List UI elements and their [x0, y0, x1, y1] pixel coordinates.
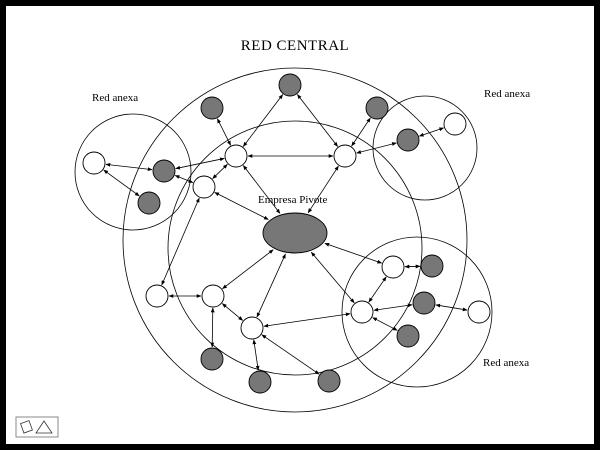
- pivot-company-node: [262, 212, 328, 254]
- company-node-dark: [200, 347, 224, 371]
- outer-ring: [122, 67, 468, 413]
- company-node-open: [224, 144, 248, 168]
- connection-arrow: [105, 162, 153, 172]
- connection-arrow: [263, 312, 351, 328]
- company-node-open: [201, 284, 225, 308]
- connection-arrow: [103, 169, 140, 197]
- connection-arrow: [297, 94, 338, 147]
- annex-label-top-right: Red anexa: [484, 88, 530, 100]
- connection-arrow: [174, 175, 194, 183]
- connection-arrow: [161, 197, 200, 286]
- company-node-dark: [412, 291, 436, 315]
- company-node-open: [192, 175, 216, 199]
- annex-ring-bottom-right: [341, 236, 493, 388]
- diagram-title: RED CENTRAL: [241, 38, 349, 54]
- connection-arrow: [212, 164, 228, 179]
- company-node-dark: [365, 96, 389, 120]
- company-node-dark: [152, 159, 176, 183]
- connection-arrow: [351, 117, 371, 147]
- connection-arrow: [217, 118, 231, 146]
- company-node-dark: [420, 254, 444, 278]
- pivot-company-label: Empresa Pivote: [258, 194, 327, 206]
- connection-arrow: [242, 94, 284, 147]
- company-node-dark: [396, 128, 420, 152]
- connection-arrow: [368, 276, 387, 303]
- network-nodes: [82, 73, 491, 394]
- company-node-dark: [396, 324, 420, 348]
- company-node-open: [381, 255, 405, 279]
- connection-arrow: [418, 127, 445, 137]
- annex-label-bottom-right: Red anexa: [483, 357, 529, 369]
- slide-toolbar-icon[interactable]: [15, 416, 59, 438]
- company-node-dark: [248, 370, 272, 394]
- company-node-open: [443, 112, 467, 136]
- connection-arrow: [175, 157, 225, 170]
- pivot-connection-arrow: [242, 165, 281, 214]
- pivot-connection-arrow: [214, 192, 269, 220]
- pivot-connection-arrow: [307, 165, 339, 214]
- connection-arrow: [372, 317, 398, 331]
- pivot-connection-arrow: [310, 251, 355, 304]
- company-node-open: [240, 316, 264, 340]
- company-node-open: [350, 300, 374, 324]
- connection-arrow: [210, 307, 215, 348]
- company-node-dark: [278, 73, 302, 97]
- connection-arrow: [221, 303, 244, 321]
- company-node-dark: [200, 96, 224, 120]
- connection-arrow: [435, 303, 468, 312]
- connection-arrow: [261, 334, 320, 375]
- connections: [103, 94, 468, 375]
- company-node-open: [82, 151, 106, 175]
- company-node-open: [145, 284, 169, 308]
- pivot-connection-arrow: [256, 253, 286, 318]
- company-node-dark: [317, 369, 341, 393]
- annex-ring-left: [74, 113, 192, 231]
- connection-arrow: [373, 303, 413, 312]
- company-node-dark: [137, 191, 161, 215]
- company-node-open: [467, 300, 491, 324]
- connection-arrow: [252, 339, 260, 371]
- annex-label-left: Red anexa: [92, 92, 138, 104]
- connection-arrow: [356, 142, 397, 154]
- company-node-open: [333, 144, 357, 168]
